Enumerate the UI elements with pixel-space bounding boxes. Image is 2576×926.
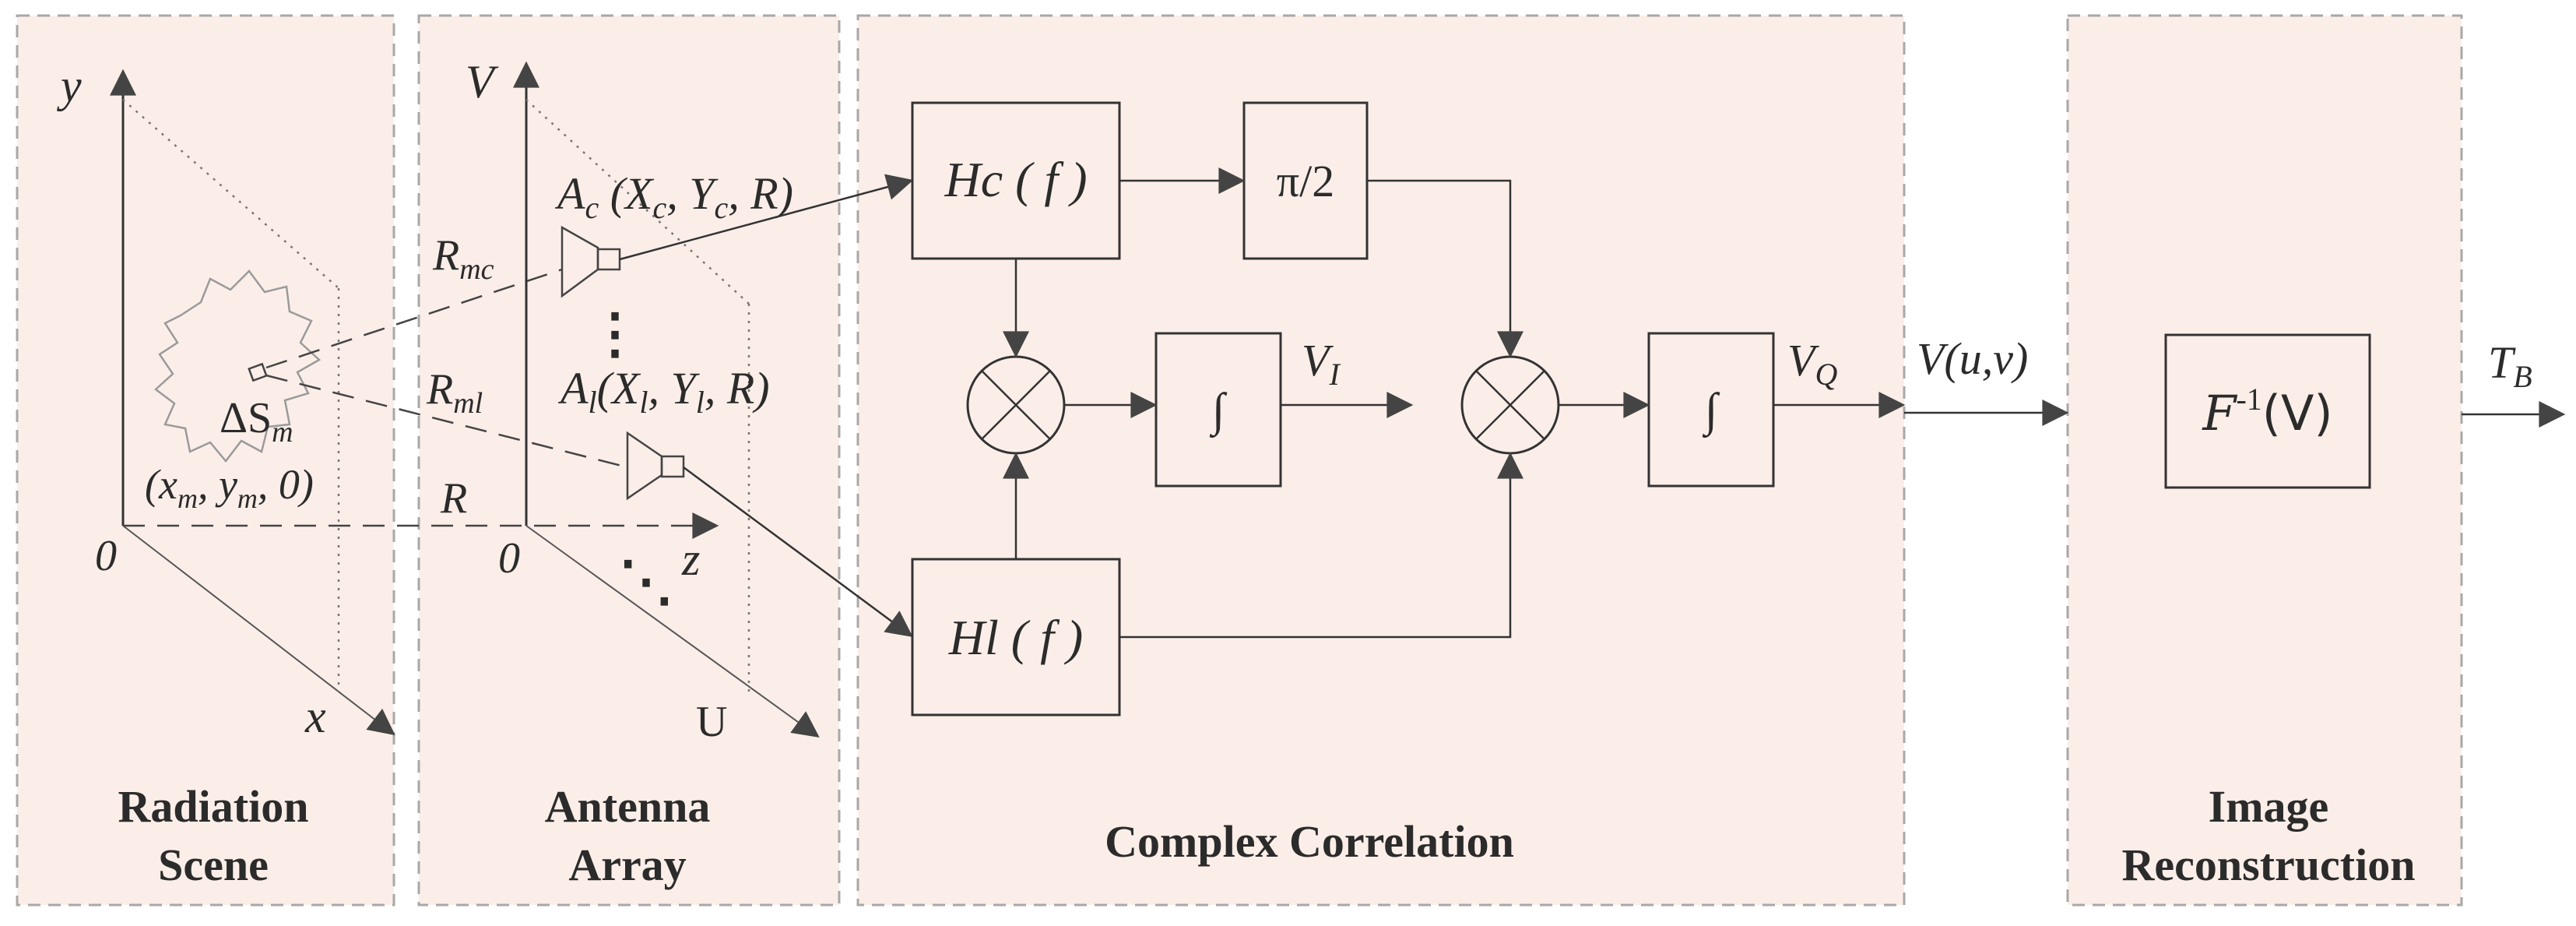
filter-hc-label: Hc ( f ): [944, 152, 1087, 207]
wire-phase-to-mult-q: [1367, 179, 1523, 358]
source-element-marker: [248, 362, 268, 382]
ray-r-ml-label: Rml: [426, 365, 483, 420]
scene-origin-label: 0: [95, 532, 117, 580]
array-origin-label: 0: [498, 534, 520, 583]
array-u-axis: [525, 525, 820, 738]
antenna-c-label: Ac (Xc, Yc, R): [554, 168, 793, 225]
array-u-label: U: [696, 698, 727, 746]
antenna-vertical-ellipsis: ⋮: [588, 305, 642, 364]
panel-radiation-scene: [16, 14, 395, 907]
scene-x-label: x: [304, 691, 326, 742]
range-r-label: R: [440, 474, 467, 523]
filter-hl-label: Hl ( f ): [948, 610, 1083, 665]
antenna-l-feed: [660, 455, 685, 478]
panel-title-radiation-line1: Radiation: [118, 781, 309, 832]
panel-image-reconstruction: [2066, 14, 2463, 907]
source-delta-label: ΔSm: [220, 394, 293, 449]
scene-axes: [110, 69, 395, 736]
panel-title-reconstruction-line2: Reconstruction: [2122, 840, 2416, 890]
array-z-label: z: [681, 533, 700, 585]
integrator-i-label: ∫: [1210, 384, 1228, 438]
ray-r-ml: [265, 374, 628, 469]
antenna-l-label: Al(Xl, Yl, R): [557, 363, 770, 420]
visibility-label: V(u,v): [1917, 333, 2028, 384]
panel-antenna-array: [417, 14, 841, 907]
panel-title-radiation-line2: Scene: [158, 840, 269, 890]
panel-complex-correlation: [856, 14, 1906, 907]
panel-title-antenna-line1: Antenna: [545, 781, 711, 832]
ray-r-mc-label: Rmc: [432, 231, 494, 286]
panel-title-antenna-line2: Array: [568, 840, 686, 890]
inverse-transform-label: F-1(V): [2202, 382, 2332, 442]
array-axes: [513, 61, 820, 738]
antenna-diagonal-ellipsis: ⋱: [619, 552, 673, 612]
output-tb-label: TB: [2488, 337, 2532, 394]
source-coordinates: (xm, ym, 0): [145, 461, 314, 514]
scene-x-axis: [122, 525, 395, 736]
panel-title-correlation: Complex Correlation: [1105, 816, 1514, 867]
integrator-q-label: ∫: [1703, 384, 1720, 438]
wire-hl-to-mult-q: [1119, 452, 1523, 639]
phase-shift-label: π/2: [1277, 156, 1334, 206]
scene-y-label: y: [56, 60, 82, 111]
signal-vq-label: VQ: [1787, 335, 1837, 392]
inverse-transform-block: [2164, 333, 2371, 489]
array-v-label: V: [466, 56, 499, 107]
panel-title-reconstruction-line1: Image: [2209, 781, 2329, 832]
radiation-source-shape: [154, 269, 322, 463]
wire-antenna-l-to-hl: [683, 466, 913, 638]
signal-vi-label: VI: [1302, 335, 1341, 392]
wire-antenna-c-to-hc: [619, 174, 914, 261]
ray-r-mc: [265, 268, 563, 369]
